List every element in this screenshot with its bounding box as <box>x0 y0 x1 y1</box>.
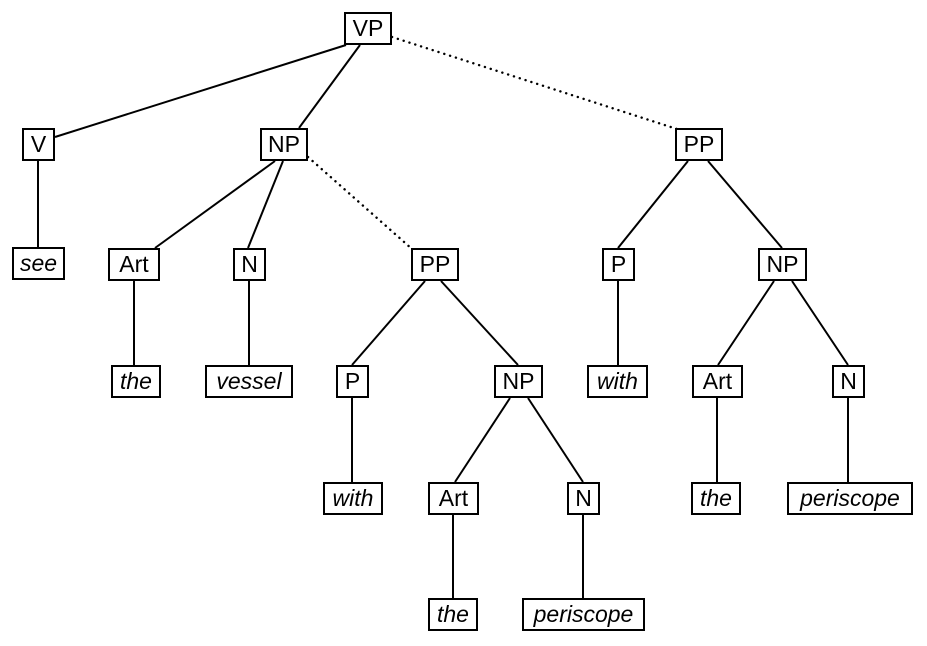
category-node-np1: NP <box>260 128 308 161</box>
node-label: with <box>597 368 638 394</box>
node-label: the <box>437 601 469 627</box>
leaf-node-the_right: the <box>691 482 741 515</box>
node-label: NP <box>268 131 300 157</box>
node-label: Art <box>119 251 149 277</box>
node-label: Art <box>438 485 469 511</box>
tree-edge <box>351 280 426 366</box>
node-label: N <box>575 485 592 511</box>
node-label: N <box>840 368 857 394</box>
leaf-node-periscope_r: periscope <box>787 482 913 515</box>
category-node-art_right: Art <box>692 365 743 398</box>
tree-edge <box>791 280 849 366</box>
category-node-v: V <box>22 128 55 161</box>
tree-edge <box>306 155 414 251</box>
node-label: vessel <box>216 368 282 394</box>
tree-edge <box>707 160 783 249</box>
tree-edge <box>440 280 519 366</box>
category-node-art_mid: Art <box>428 482 479 515</box>
node-label: PP <box>683 131 715 157</box>
category-node-pp_right: PP <box>675 128 723 161</box>
node-label: VP <box>352 15 384 41</box>
tree-edge <box>154 160 276 249</box>
node-label: the <box>700 485 732 511</box>
category-node-vp: VP <box>344 12 392 45</box>
tree-edge <box>390 35 679 131</box>
tree-edge <box>617 160 689 249</box>
node-label: V <box>30 131 47 157</box>
node-label: P <box>610 251 627 277</box>
category-node-p_mid: P <box>336 365 369 398</box>
leaf-node-with_mid: with <box>323 482 383 515</box>
category-node-n1: N <box>233 248 266 281</box>
leaf-node-vessel: vessel <box>205 365 293 398</box>
node-label: periscope <box>533 601 634 627</box>
node-label: periscope <box>800 485 900 511</box>
leaf-node-with_right: with <box>587 365 648 398</box>
category-node-n_right: N <box>832 365 865 398</box>
leaf-node-the1: the <box>111 365 161 398</box>
leaf-node-periscope_m: periscope <box>522 598 645 631</box>
tree-edge <box>298 44 361 129</box>
node-label: PP <box>419 251 451 277</box>
node-label: NP <box>766 251 799 277</box>
node-label: NP <box>502 368 535 394</box>
tree-edge <box>247 160 284 249</box>
leaf-node-see: see <box>12 247 65 280</box>
node-label: N <box>241 251 258 277</box>
node-label: see <box>19 250 58 276</box>
category-node-art1: Art <box>108 248 160 281</box>
category-node-np_mid: NP <box>494 365 543 398</box>
node-label: P <box>344 368 361 394</box>
node-label: with <box>332 485 374 511</box>
tree-edge <box>454 397 511 483</box>
node-label: Art <box>702 368 733 394</box>
category-node-p_right: P <box>602 248 635 281</box>
node-label: the <box>120 368 152 394</box>
tree-edge <box>527 397 584 483</box>
category-node-pp_mid: PP <box>411 248 459 281</box>
category-node-np_right: NP <box>758 248 807 281</box>
category-node-n_mid: N <box>567 482 600 515</box>
tree-edge <box>54 44 347 138</box>
tree-edge <box>717 280 775 366</box>
leaf-node-the_mid: the <box>428 598 478 631</box>
